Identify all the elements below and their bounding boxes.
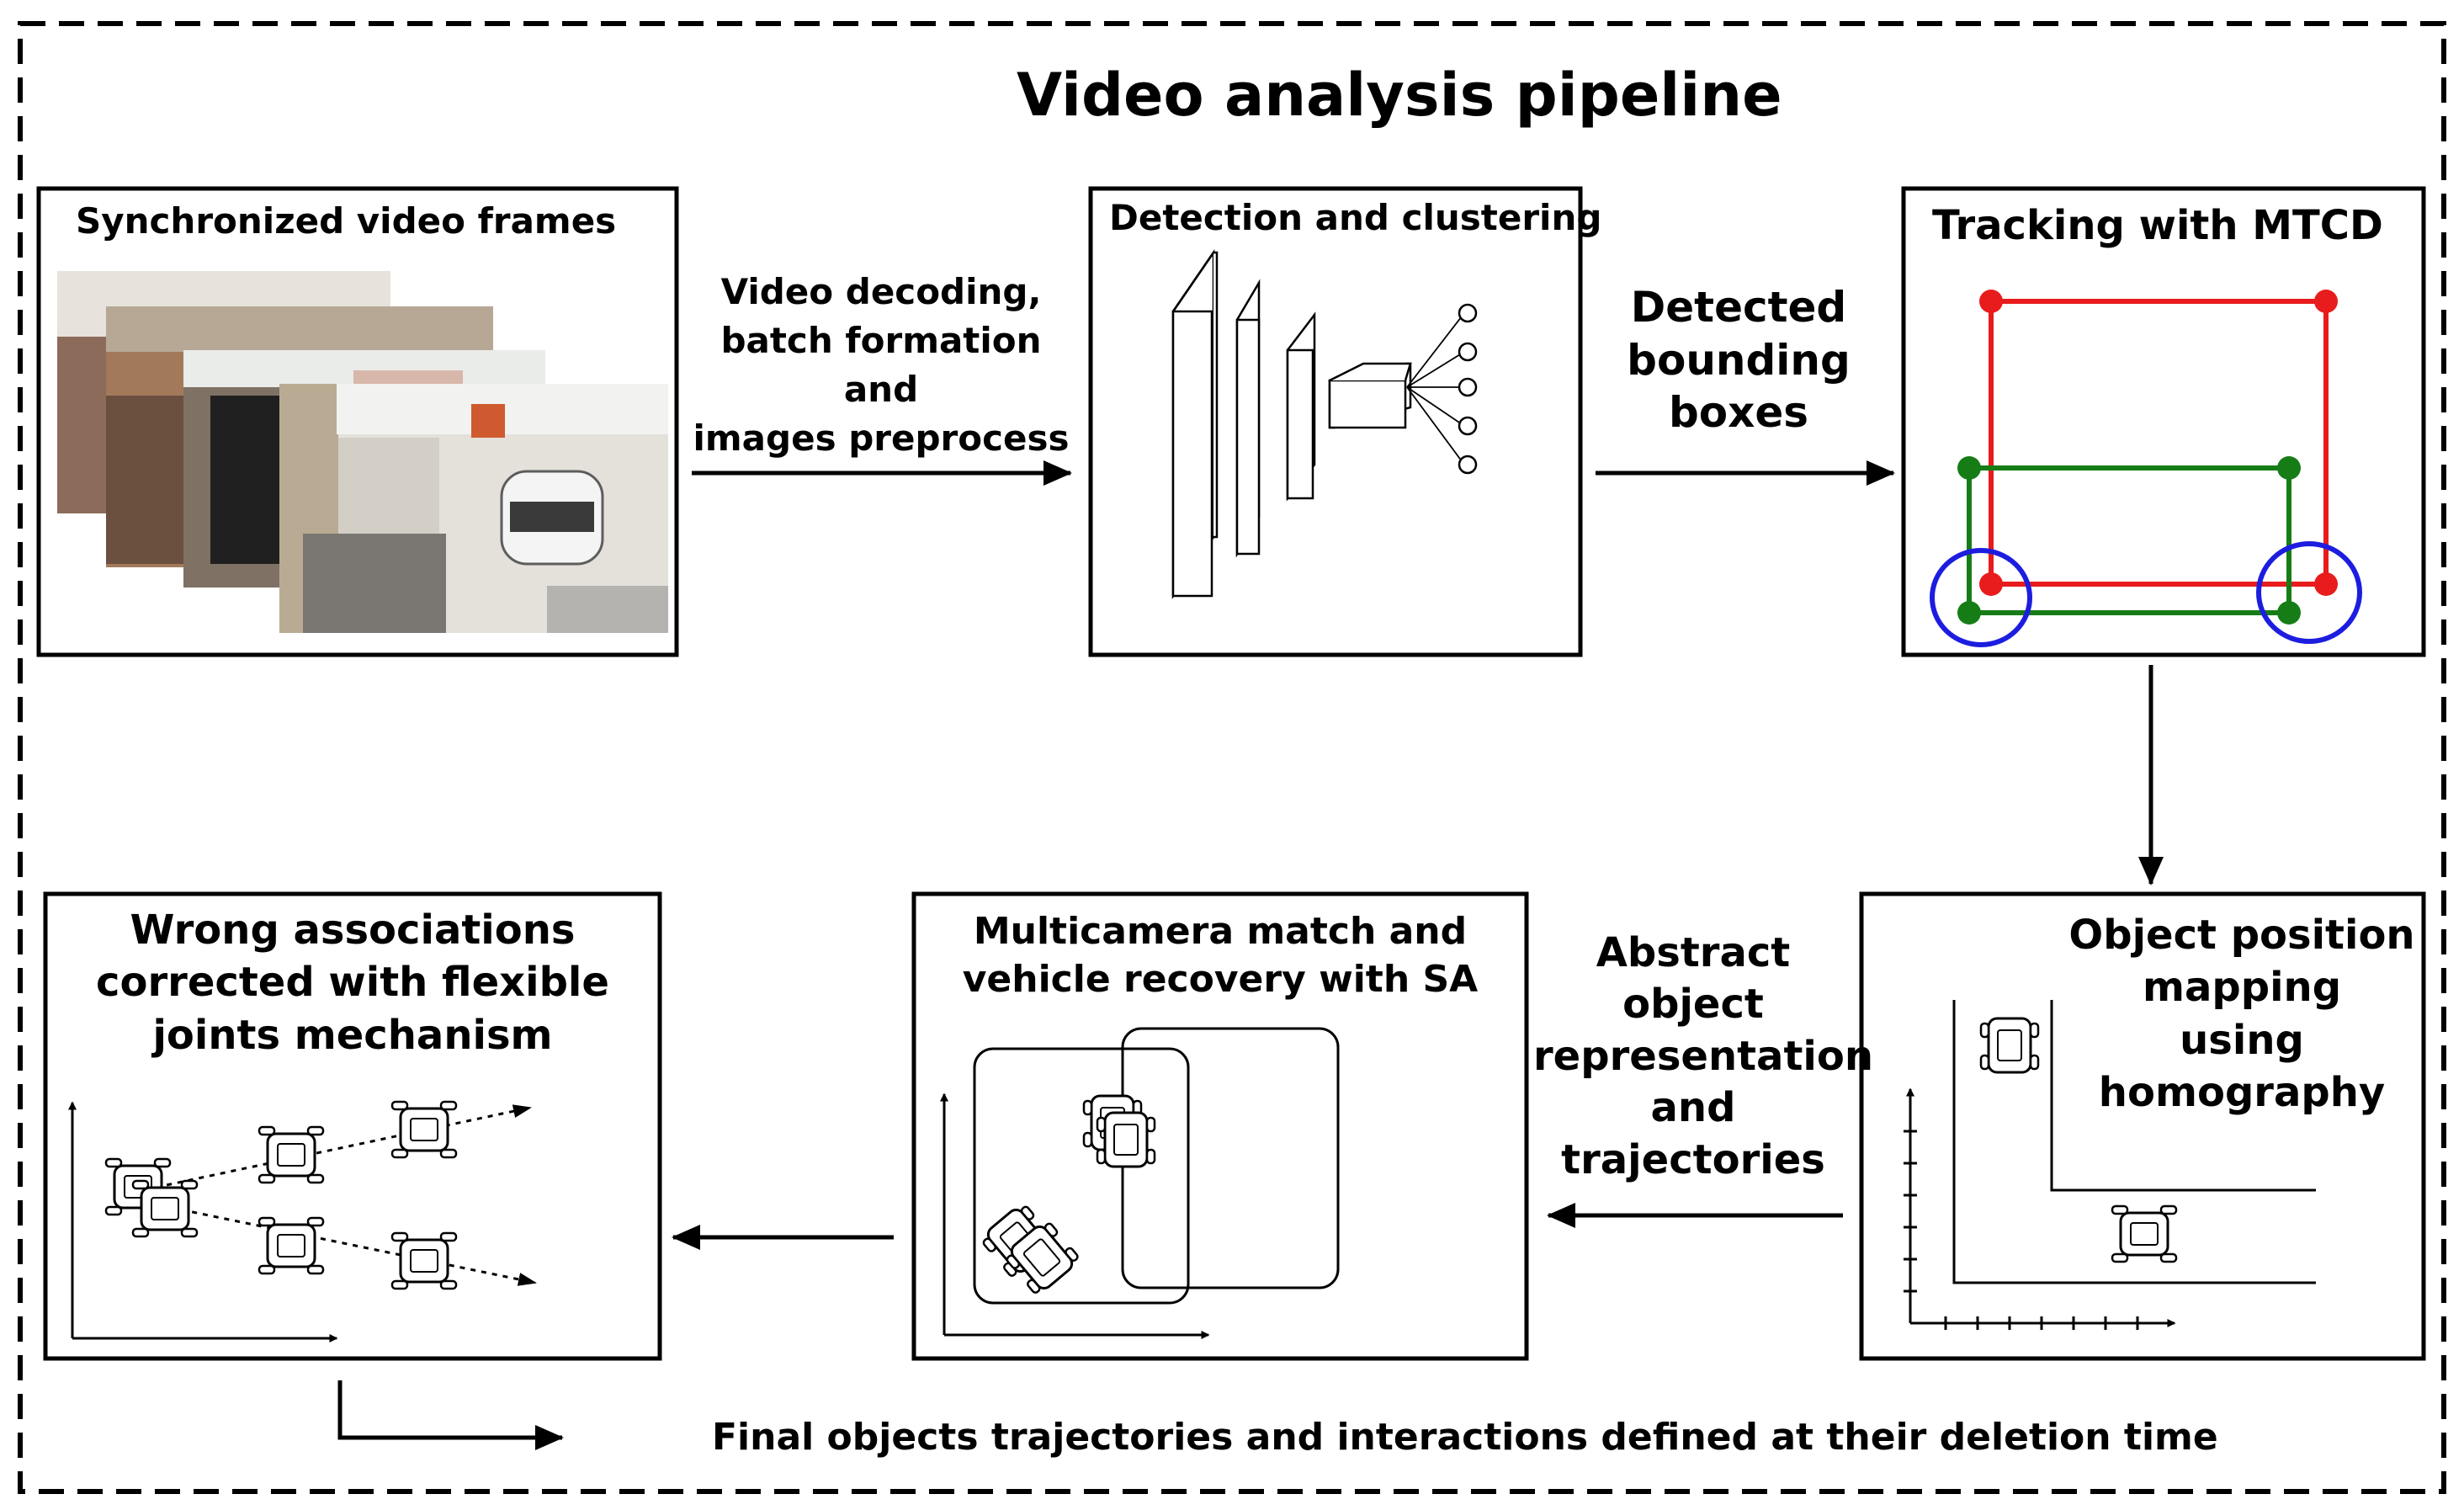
corner-point-red	[2314, 290, 2338, 313]
corner-point-green	[2277, 601, 2301, 625]
mapping-title: Object position mapping using homography	[2065, 909, 2419, 1119]
mapping-title-line: using	[2180, 1016, 2304, 1064]
detection-title: Detection and clustering	[1109, 197, 1602, 238]
match-circle	[2256, 541, 2362, 644]
edge-label-line: bounding	[1627, 335, 1851, 385]
mapping-title-line: Object position	[2068, 912, 2415, 959]
outer-dashed-border	[18, 21, 2446, 1494]
video-frames-stack	[57, 271, 668, 633]
correction-title-line: Wrong associations	[130, 907, 576, 954]
arrow-to-final	[337, 1380, 564, 1450]
tracking-title: Tracking with MTCD	[1932, 202, 2383, 249]
edge-label-line: Abstract	[1596, 929, 1791, 976]
tracking-visual	[1930, 290, 2362, 647]
edge-label-line: images preprocess	[693, 417, 1070, 459]
correction-box	[43, 891, 662, 1361]
edge-label-line: Video decoding,	[720, 271, 1042, 312]
page-title: Video analysis pipeline	[1017, 61, 1782, 130]
footer-text: Final objects trajectories and interacti…	[712, 1416, 2218, 1459]
corner-point-green	[2277, 456, 2301, 480]
edge-label-abstract: Abstract object representation and traje…	[1533, 928, 1873, 1186]
tracked-box-red	[1989, 299, 2329, 587]
frames-title: Synchronized video frames	[76, 200, 617, 242]
tracked-box-green	[1967, 465, 2291, 615]
neural-network-icon	[1171, 248, 1478, 600]
mapping-title-line: homography	[2098, 1069, 2386, 1117]
mapping-title-line: mapping	[2142, 964, 2342, 1012]
edge-label-detected: Detected bounding boxes	[1596, 281, 1882, 439]
correction-title: Wrong associations corrected with flexib…	[45, 904, 660, 1061]
homography-visual	[1904, 1000, 2316, 1330]
multicamera-box	[911, 891, 1529, 1361]
edge-label-decoding: Video decoding, batch formation and imag…	[692, 268, 1070, 463]
edge-label-line: representation	[1533, 1032, 1873, 1080]
correction-title-line: corrected with flexible	[96, 959, 609, 1007]
multicamera-title: Multicamera match and vehicle recovery w…	[914, 907, 1527, 1003]
flexible-joints-visual	[68, 1100, 537, 1343]
multicamera-visual	[940, 1027, 1340, 1339]
multicamera-title-line: Multicamera match and	[973, 910, 1468, 953]
multicamera-title-line: vehicle recovery with SA	[962, 958, 1479, 1002]
corner-point-red	[1979, 290, 2003, 313]
edge-label-line: object	[1622, 981, 1764, 1029]
edge-label-line: and	[1650, 1084, 1736, 1132]
edge-label-line: boxes	[1668, 388, 1809, 437]
edge-label-line: batch formation and	[720, 319, 1042, 410]
corner-point-green	[1957, 601, 1981, 625]
match-circle	[1930, 548, 2032, 647]
correction-title-line: joints mechanism	[152, 1011, 553, 1059]
edge-label-line: Detected	[1630, 283, 1847, 332]
corner-point-red	[1979, 572, 2003, 596]
corner-point-red	[2314, 572, 2338, 596]
edge-label-line: trajectories	[1561, 1135, 1825, 1183]
corner-point-green	[1957, 456, 1981, 480]
